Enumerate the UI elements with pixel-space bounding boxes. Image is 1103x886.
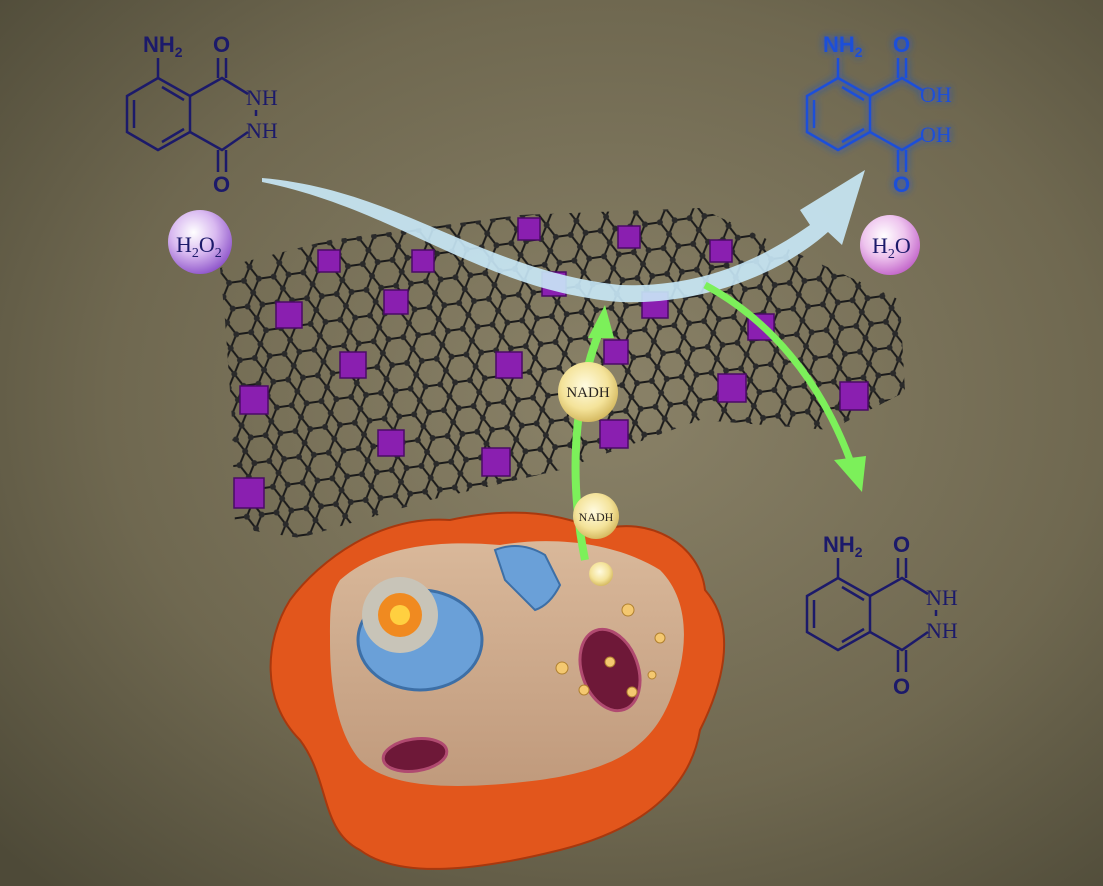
svg-text:OH: OH <box>920 82 952 107</box>
svg-text:NH2: NH2 <box>823 32 863 60</box>
svg-text:NH: NH <box>246 118 278 143</box>
svg-text:O: O <box>213 32 230 57</box>
green-arrow-down <box>703 281 854 462</box>
svg-text:NADH: NADH <box>566 385 609 401</box>
mitochondrion <box>578 627 642 713</box>
catalyst-cubes <box>233 217 869 509</box>
luminol-molecule-bottom <box>805 558 938 672</box>
nadh-particles <box>555 603 666 698</box>
svg-text:O: O <box>893 532 910 557</box>
svg-text:O: O <box>893 674 910 699</box>
svg-text:OH: OH <box>920 122 952 147</box>
svg-text:NH2: NH2 <box>143 32 183 60</box>
svg-text:H2O: H2O <box>872 233 911 262</box>
luminol-molecule-top <box>125 58 258 172</box>
aminophthalic-acid-molecule: NH2 O OH OH O <box>805 32 952 197</box>
svg-text:NADH: NADH <box>579 510 614 524</box>
svg-text:NH: NH <box>246 85 278 110</box>
nadh-bubble-upper: NADH <box>558 362 618 422</box>
svg-text:NH2: NH2 <box>823 532 863 560</box>
svg-text:H2O2: H2O2 <box>176 232 222 261</box>
golgi-apparatus <box>493 545 562 612</box>
h2o2-bubble: H2O2 <box>168 210 232 274</box>
svg-text:O: O <box>213 172 230 197</box>
blue-reaction-arrow <box>262 170 865 303</box>
cell <box>269 511 726 870</box>
nadh-bubble-lower: NADH <box>573 493 619 539</box>
svg-text:NH: NH <box>926 618 958 643</box>
h2o-bubble: H2O <box>860 215 920 275</box>
svg-text:O: O <box>893 172 910 197</box>
svg-text:O: O <box>893 32 910 57</box>
svg-text:NH: NH <box>926 585 958 610</box>
mitochondrion-2 <box>381 737 449 773</box>
